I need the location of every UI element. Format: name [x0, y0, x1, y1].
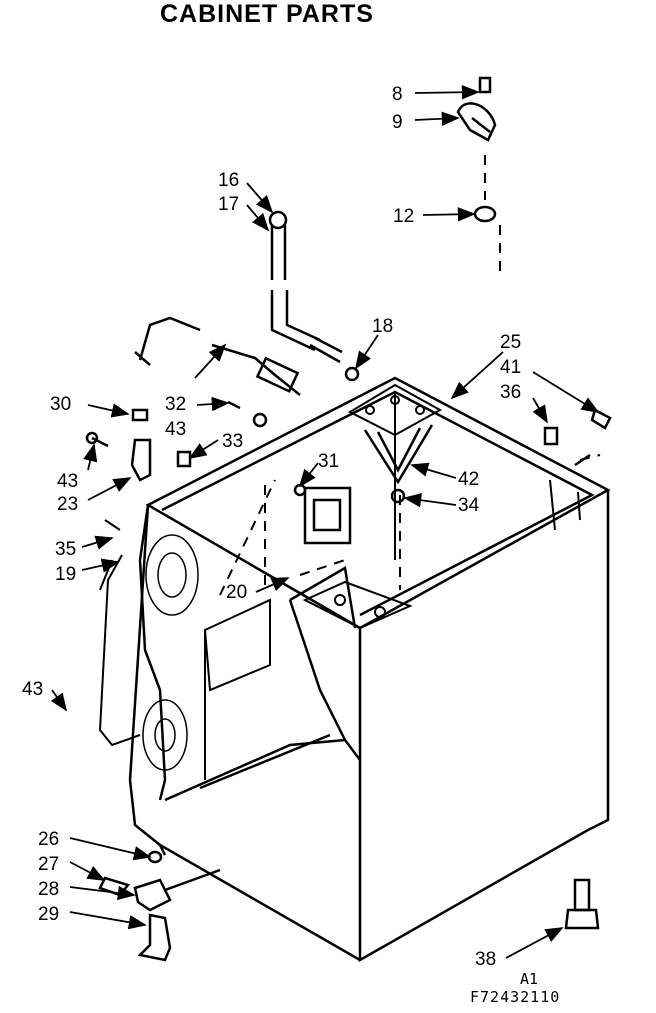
- callout-18: 18: [372, 316, 393, 337]
- callout-26: 26: [38, 829, 59, 850]
- side-mounting-holes: [142, 534, 199, 771]
- callout-16: 16: [218, 170, 239, 191]
- callout-32: 32: [165, 394, 186, 415]
- callout-19: 35: [55, 539, 76, 560]
- callout-36: 36: [500, 382, 521, 403]
- corner-brace-top: [347, 383, 443, 437]
- diagram-ref: A1: [520, 970, 539, 988]
- callout-43b: 33: [222, 431, 243, 452]
- callout-42: 31: [318, 451, 339, 472]
- dashed-guides: [219, 155, 601, 596]
- leveling-bolt: [564, 878, 600, 930]
- callout-38: 38: [475, 949, 496, 970]
- small-fasteners-left: [85, 400, 268, 482]
- callout-30: 30: [50, 394, 71, 415]
- callout-25: 25: [500, 332, 521, 353]
- wire-harness: [134, 316, 301, 396]
- callout-41: 41: [500, 357, 521, 378]
- mounting-brackets: [293, 424, 434, 545]
- callout-33: 20: [226, 582, 247, 603]
- cabinet-body: [128, 376, 611, 963]
- callout-17: 17: [218, 194, 239, 215]
- callout-34: 42: [458, 469, 479, 490]
- callout-31: 23: [57, 494, 78, 515]
- clip-parts: [456, 76, 497, 223]
- callout-43c: 43: [22, 679, 43, 700]
- callout-leaders: [50, 85, 600, 959]
- callout-35: 34: [458, 495, 480, 516]
- callout-8: 8: [392, 84, 403, 105]
- diagram-title: CABINET PARTS: [160, 0, 374, 28]
- callout-43a: 43: [165, 419, 186, 440]
- callout-29: 29: [38, 904, 59, 925]
- callout-9: 9: [392, 112, 403, 133]
- callout-23: 43: [57, 471, 78, 492]
- callout-12: 12: [393, 206, 414, 227]
- hose-assembly: [268, 210, 360, 382]
- leveling-parts: [543, 408, 612, 467]
- callout-labels: 8 9 12 16 17 18 25 41 36 30 32 43 43 23 …: [22, 84, 521, 970]
- diagram-code: F72432110: [470, 988, 561, 1006]
- corner-brace-bottom: [302, 580, 413, 630]
- callout-28: 28: [38, 879, 59, 900]
- callout-27: 27: [38, 854, 59, 875]
- callout-20: 19: [55, 564, 76, 585]
